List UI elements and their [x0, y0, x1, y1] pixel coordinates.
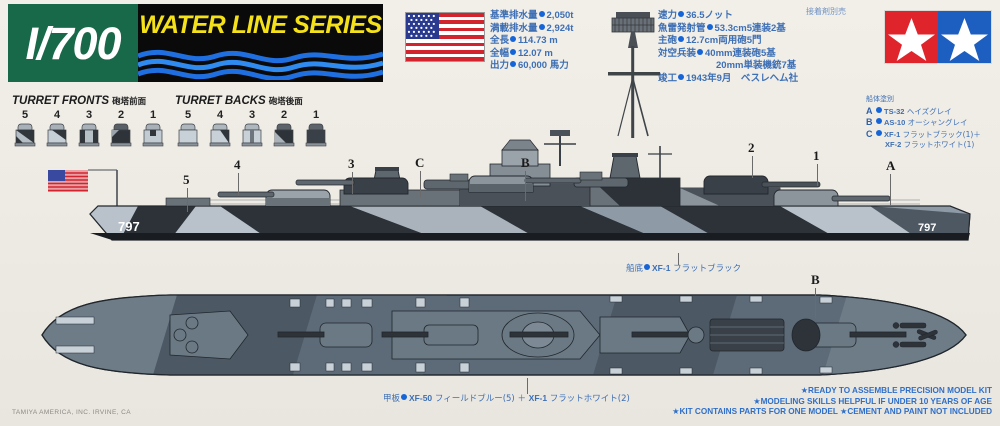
callout-A: A — [886, 158, 896, 173]
deck-structures — [169, 310, 938, 360]
side-view-turrets — [165, 171, 891, 207]
turret-number: 5 — [184, 109, 192, 121]
turret-fronts-numbers: 5 4 3 2 1 — [12, 109, 164, 121]
turret-5 — [217, 189, 331, 207]
turret-back-icon-1 — [305, 122, 327, 148]
turret-backs-icons — [175, 122, 327, 148]
ship-side-view: 797 797 — [48, 130, 971, 241]
turret-number: 5 — [21, 109, 29, 121]
mast-radar-illustration — [608, 12, 660, 138]
callout-5: 5 — [183, 172, 190, 187]
callout-2: 2 — [748, 140, 755, 155]
bullet-line: ★MODELING SKILLS HELPFUL IF UNDER 10 YEA… — [753, 396, 992, 406]
turret-icon-2 — [110, 122, 132, 148]
wave-graphic — [138, 49, 383, 80]
turret-icon-5 — [14, 122, 36, 148]
turret-icon-1 — [142, 122, 164, 148]
star-icon — [888, 18, 935, 61]
turret-number: 2 — [280, 109, 288, 121]
turret-number: 4 — [216, 109, 224, 121]
scale-badge: I/700 — [8, 4, 138, 82]
ship-plan-view — [41, 294, 967, 376]
turret-back-icon-2 — [273, 122, 295, 148]
turret-number: 4 — [53, 109, 61, 121]
hull-camouflage — [90, 206, 970, 240]
turret-number: 1 — [149, 109, 157, 121]
flag-canton — [406, 13, 439, 39]
tamiya-logo-blue-half — [938, 11, 991, 63]
adhesive-note: 接着剤別売 — [806, 7, 846, 16]
star-icon — [941, 18, 988, 61]
turret-1 — [773, 189, 891, 207]
turret-backs-numbers: 5 4 3 2 1 — [175, 109, 327, 121]
hull-bottom-boot — [90, 233, 970, 240]
turret-back-icon-3 — [241, 122, 263, 148]
tamiya-logo-red-half — [885, 11, 938, 63]
bullet-line: ★READY TO ASSEMBLE PRECISION MODEL KIT — [800, 386, 992, 396]
callout-B-plan: B — [811, 272, 820, 287]
copyright-line: TAMIYA AMERICA, INC. IRVINE, CA — [12, 409, 131, 416]
paint-legend-item: XF-2 フラットホワイト(1) — [885, 140, 975, 150]
turret-number: 3 — [85, 109, 93, 121]
paint-legend-title: 船体塗別 — [866, 95, 894, 103]
callout-3: 3 — [348, 156, 355, 171]
spec-row: 20mm単装機銃7基 — [716, 60, 797, 72]
bullet-line: ★KIT CONTAINS PARTS FOR ONE MODEL ★CEMEN… — [672, 407, 992, 417]
us-flag — [405, 12, 485, 62]
series-badge: WATER LINE SERIES — [138, 4, 383, 82]
hull-number-bow: 797 — [118, 219, 140, 234]
header-banner: I/700 WATER LINE SERIES — [8, 4, 383, 82]
kit-feature-bullets: ★READY TO ASSEMBLE PRECISION MODEL KIT ★… — [672, 386, 992, 418]
turret-3 — [468, 175, 582, 193]
callout-B-side: B — [521, 155, 530, 170]
turret-number: 1 — [312, 109, 320, 121]
hull-number-stern: 797 — [918, 222, 936, 234]
callout-C: C — [415, 155, 425, 170]
deck-fittings — [55, 295, 833, 375]
turret-2 — [703, 175, 821, 195]
turret-back-icon-4 — [209, 122, 231, 148]
callout-1: 1 — [813, 148, 820, 163]
scale-label: I/700 — [25, 17, 121, 69]
turret-icon-3 — [78, 122, 100, 148]
turret-4 — [295, 177, 409, 195]
callout-4: 4 — [234, 157, 241, 172]
turret-number: 2 — [117, 109, 125, 121]
tamiya-logo — [884, 10, 992, 64]
turret-back-icon-5 — [177, 122, 199, 148]
turret-icon-4 — [46, 122, 68, 148]
turret-fronts-icons — [12, 122, 164, 148]
turret-number: 3 — [248, 109, 256, 121]
series-title: WATER LINE SERIES — [139, 11, 382, 39]
